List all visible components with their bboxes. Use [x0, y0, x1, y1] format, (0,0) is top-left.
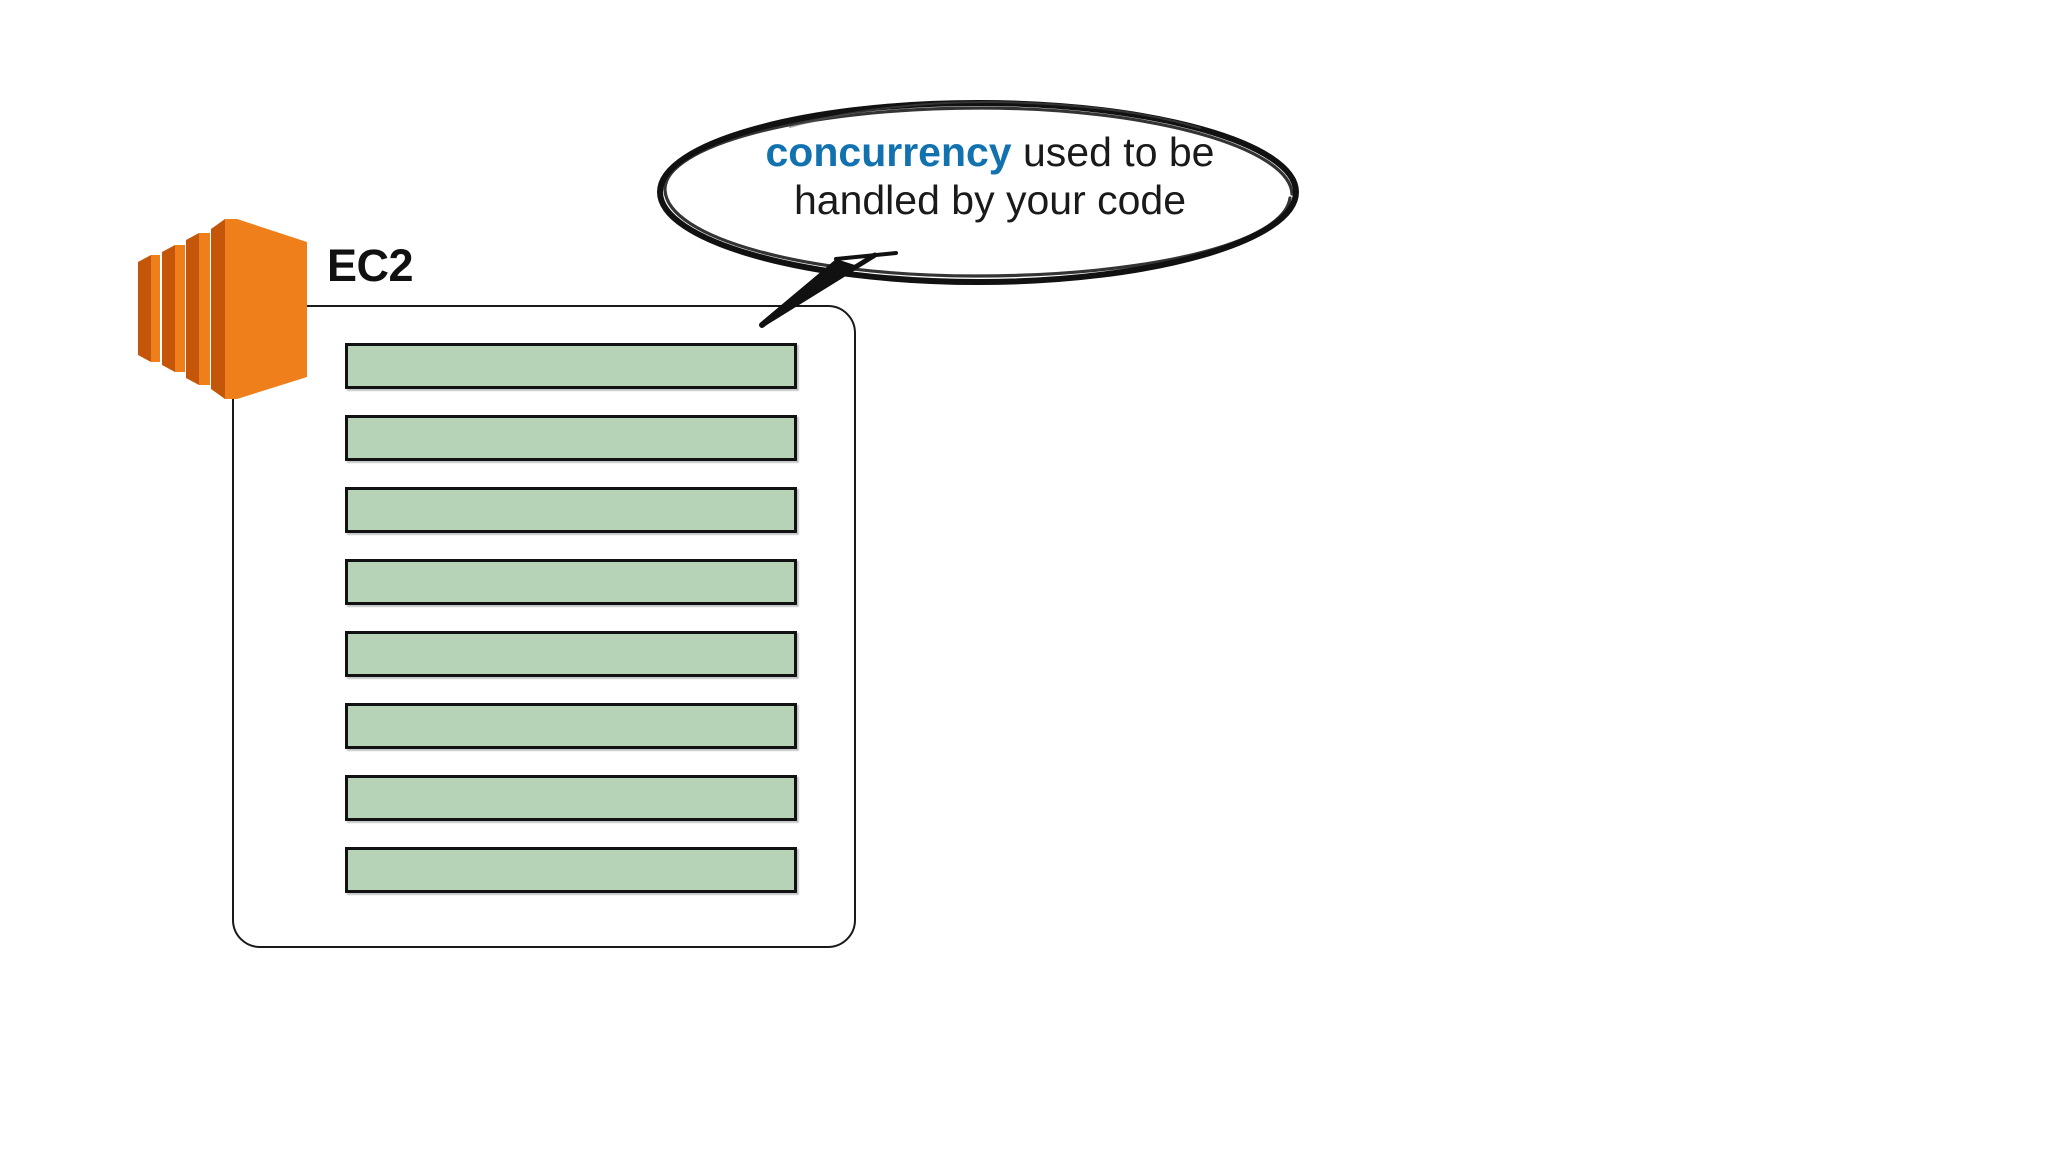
- callout-line-1-rest: used to be: [1011, 129, 1215, 175]
- callout-text: concurrency used to be handled by your c…: [700, 128, 1280, 225]
- request-bar: [345, 343, 797, 389]
- aws-ec2-instances-icon: [138, 219, 307, 399]
- callout-highlight-word: concurrency: [765, 129, 1012, 175]
- speech-bubble-outline: [656, 99, 1300, 328]
- request-bar: [345, 559, 797, 605]
- callout-line-2: handled by your code: [793, 177, 1187, 224]
- request-bar: [345, 631, 797, 677]
- request-bar: [345, 847, 797, 893]
- ec2-label: EC2: [327, 240, 414, 291]
- request-bar: [345, 415, 797, 461]
- request-bar: [345, 487, 797, 533]
- request-bar: [345, 703, 797, 749]
- ec2-server-container: [232, 305, 856, 948]
- request-bar: [345, 775, 797, 821]
- callout-line-1: concurrency used to be: [700, 128, 1280, 176]
